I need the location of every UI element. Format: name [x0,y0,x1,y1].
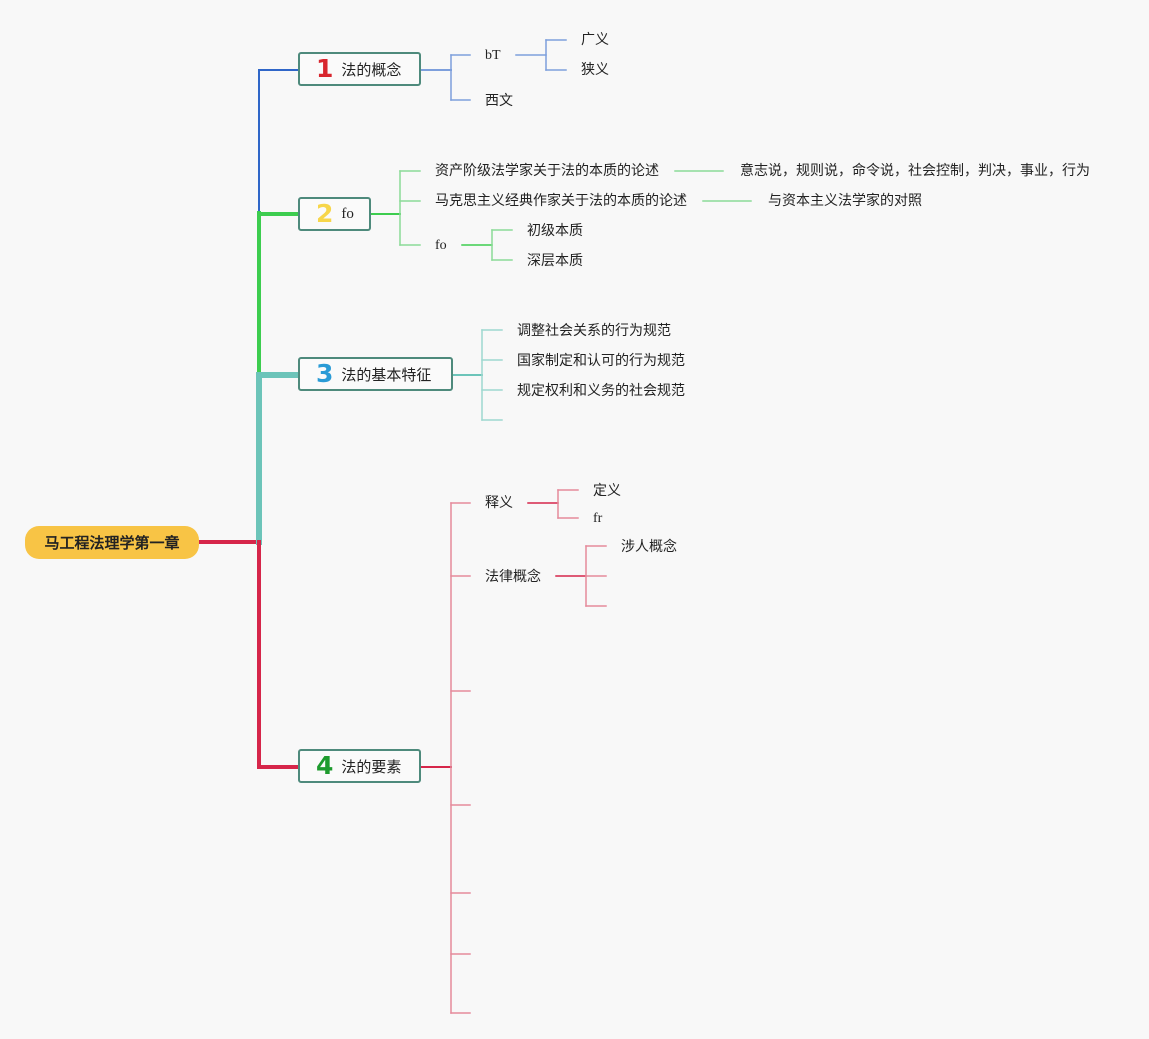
topic-2-number: 2 [316,199,334,228]
topic-1-label: 法的概念 [341,60,402,79]
topic-2-child-3[interactable]: fo [435,238,447,253]
topic-4-child-2[interactable]: 法律概念 [485,569,541,585]
topic-4-label: 法的要素 [341,757,402,776]
topic-3-child-1[interactable]: 调整社会关系的行为规范 [517,323,671,339]
root-label: 马工程法理学第一章 [44,534,180,552]
topic-4-child-2-sub-1[interactable]: 涉人概念 [621,539,677,555]
topic-1-node[interactable]: 1 法的概念 [298,52,421,86]
topic-2-child-3-sub-2[interactable]: 深层本质 [527,253,583,269]
topic-2-child-1-sub-1[interactable]: 意志说，规则说，命令说，社会控制，判决，事业，行为 [740,163,1090,179]
topic-4-child-1-sub-1[interactable]: 定义 [593,483,621,499]
topic-1-child-1[interactable]: bT [485,48,501,63]
root-node[interactable]: 马工程法理学第一章 [25,526,199,559]
topic-3-node[interactable]: 3 法的基本特征 [298,357,453,391]
topic-1-child-2[interactable]: 西文 [485,93,513,109]
topic-2-child-2[interactable]: 马克思主义经典作家关于法的本质的论述 [435,193,687,209]
topic-4-child-1[interactable]: 释义 [485,495,513,511]
topic-2-label: fo [341,205,354,222]
topic-2-child-2-sub-1[interactable]: 与资本主义法学家的对照 [768,193,922,209]
topic-4-node[interactable]: 4 法的要素 [298,749,421,783]
topic-3-child-3[interactable]: 规定权利和义务的社会规范 [517,383,685,399]
topic-4-number: 4 [316,751,334,780]
topic-3-label: 法的基本特征 [341,365,432,384]
topic-1-number: 1 [316,54,334,83]
topic-3-number: 3 [316,359,334,388]
topic-2-child-3-sub-1[interactable]: 初级本质 [527,223,583,239]
topic-1-child-1-sub-2[interactable]: 狭义 [581,62,609,78]
topic-4-child-1-sub-2[interactable]: fr [593,511,603,526]
topic-3-child-2[interactable]: 国家制定和认可的行为规范 [517,353,685,369]
topic-2-node[interactable]: 2 fo [298,197,371,231]
topic-2-child-1[interactable]: 资产阶级法学家关于法的本质的论述 [435,163,659,179]
topic-1-child-1-sub-1[interactable]: 广义 [581,32,609,48]
